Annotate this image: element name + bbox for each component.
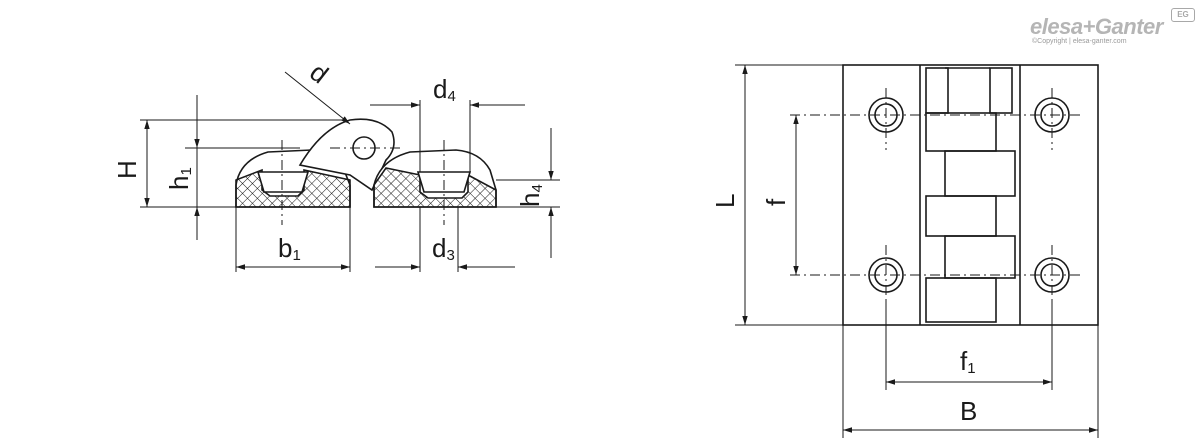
label-d3: d3 — [432, 233, 455, 264]
label-f1: f1 — [960, 346, 976, 377]
knuckle-segments — [925, 67, 1016, 323]
hinge-plate-outline — [842, 64, 1099, 326]
front-extension-lines — [735, 64, 1099, 438]
label-L: L — [710, 194, 740, 208]
label-B: B — [960, 396, 977, 426]
label-H: H — [112, 160, 142, 179]
label-d4: d4 — [433, 74, 456, 105]
front-centre-lines — [790, 88, 1080, 300]
brand-logo: elesa+Ganter ©Copyright | elesa-ganter.c… — [1030, 8, 1195, 50]
label-b1: b1 — [278, 233, 301, 264]
side-dimension-lines — [144, 71, 554, 270]
front-view — [735, 64, 1099, 438]
label-f: f — [761, 198, 791, 206]
right-leaf-section — [373, 149, 497, 208]
side-centre-lines — [281, 140, 445, 225]
brand-name: elesa+Ganter — [1030, 14, 1163, 39]
label-d: d — [304, 57, 334, 90]
front-view-labels: L f f1 B — [710, 194, 977, 426]
label-h1: h1 — [164, 167, 195, 190]
side-view — [140, 71, 560, 272]
mounting-holes — [868, 97, 1070, 293]
label-h4: h4 — [515, 184, 546, 207]
front-dimension-lines — [742, 65, 1098, 433]
brand-badge: EG — [1171, 8, 1195, 22]
brand-copyright: ©Copyright | elesa-ganter.com — [1032, 38, 1127, 45]
